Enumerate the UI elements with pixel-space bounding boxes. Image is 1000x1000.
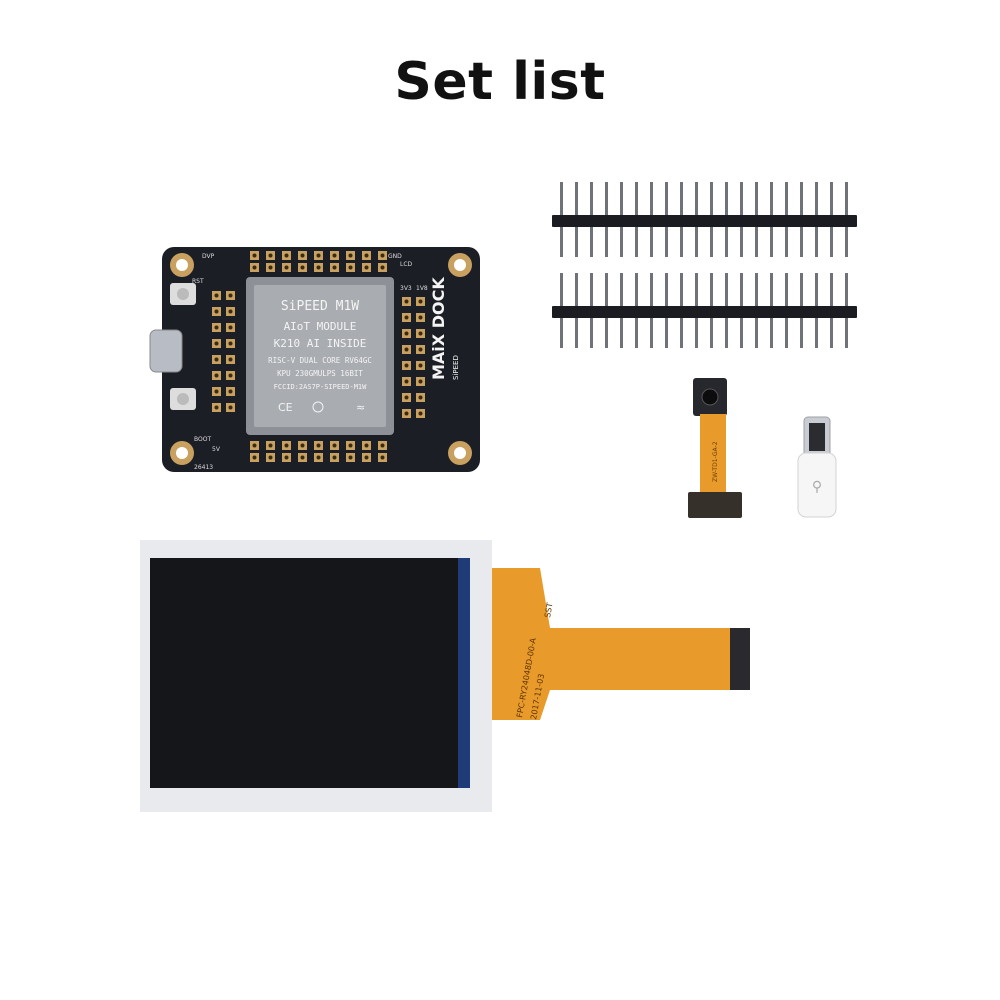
pin-header-strip [552, 182, 857, 257]
page-title: Set list [394, 52, 606, 112]
ce-mark-icon: CE [278, 401, 293, 414]
silk-gnd: GND [388, 253, 402, 260]
brand-label: MAiX DOCK [429, 277, 448, 380]
usb-icon: ⚲ [812, 479, 822, 495]
module-label-6: FCCID:2AS7P-SIPEED-M1W [274, 383, 368, 391]
pin-header-strip [552, 273, 857, 348]
module-label-1: SiPEED M1W [281, 299, 359, 314]
module-label-3: K210 AI INSIDE [274, 337, 367, 350]
usb-adapter: ⚲ [797, 416, 837, 518]
brand-sub-label: SiPEED [452, 355, 460, 380]
camera-module: ZW-TD1-GA-2 [688, 378, 742, 518]
silk-boot: BOOT [194, 436, 211, 443]
lcd-display: FPC-RY24048D-00-A SST 2017-11-03 [140, 540, 750, 812]
lcd-flex-label-2: SST [543, 602, 554, 618]
module-label-2: AIoT MODULE [284, 320, 357, 333]
module-label-4: RISC-V DUAL CORE RV64GC [268, 356, 372, 365]
eye-icon [312, 401, 324, 413]
module-label-5: KPU 230GMULPS 16BIT [277, 369, 363, 378]
silk-rst: RST [192, 278, 204, 285]
camera-flex-label: ZW-TD1-GA-2 [712, 441, 719, 482]
silk-lcd: LCD [400, 261, 413, 268]
silk-id: 26413 [194, 464, 213, 471]
wifi-icon: ≈ [356, 401, 365, 414]
silk-dvp: DVP [202, 253, 215, 260]
camera-lens-icon [701, 388, 719, 406]
silk-5v: 5V [212, 446, 221, 453]
silk-1v8: 1V8 [416, 285, 428, 292]
maix-dock-board: SiPEED M1W AIoT MODULE K210 AI INSIDE RI… [149, 247, 480, 472]
silk-3v3: 3V3 [400, 285, 412, 292]
